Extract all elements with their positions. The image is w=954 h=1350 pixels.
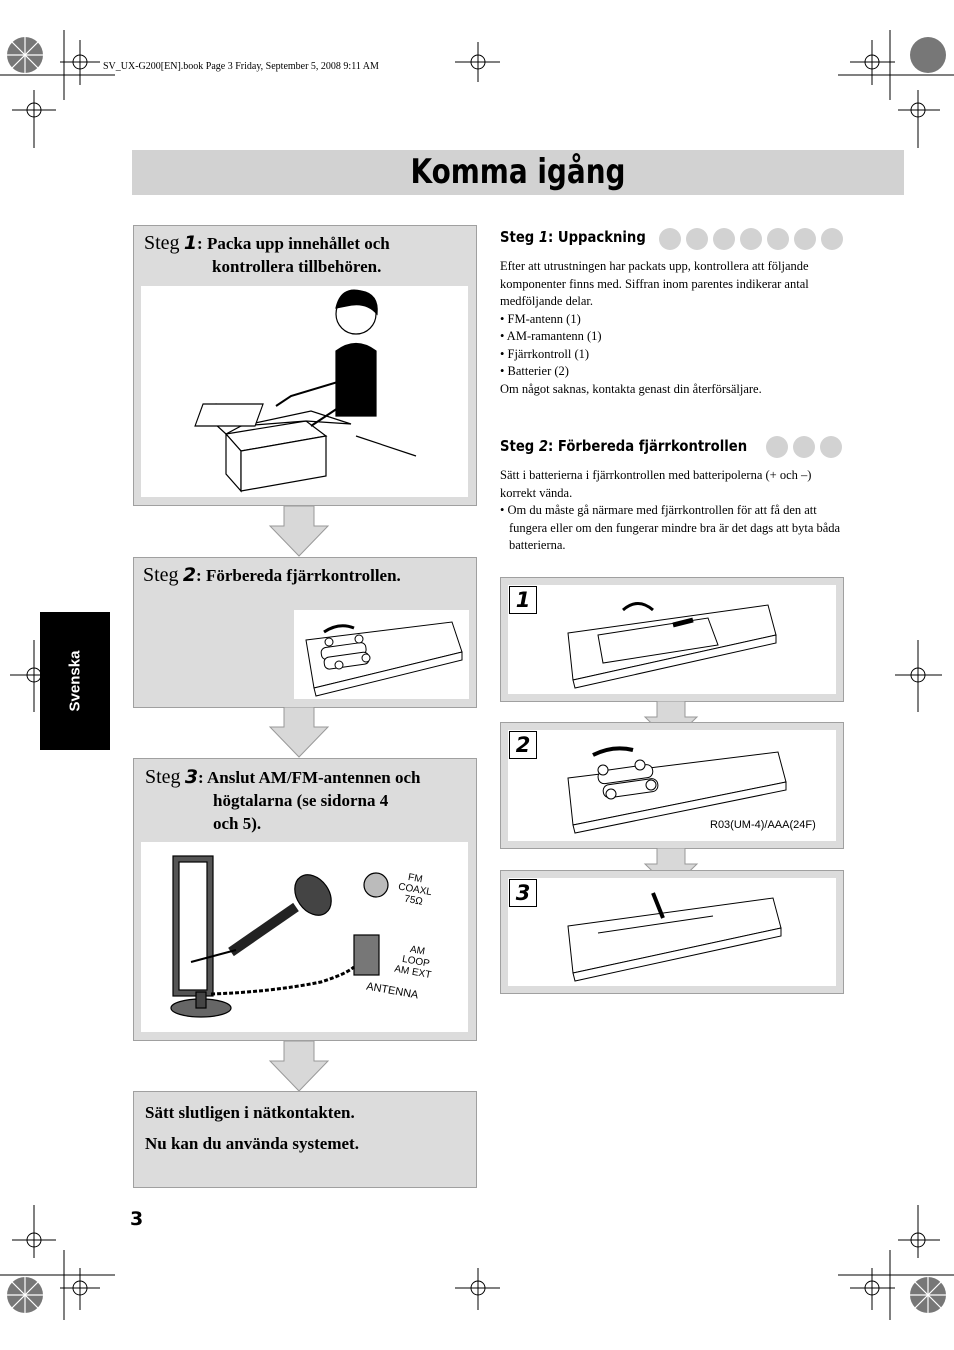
final-line-2: Nu kan du använda systemet.: [145, 1134, 359, 1153]
unpacking-person-icon: [194, 289, 417, 493]
battery-figure-1: 1: [500, 577, 844, 702]
step2-heading: Steg 2: Förbereda fjärrkontrollen.: [143, 564, 401, 586]
item-am-antenna: • AM-ramantenn (1): [500, 329, 602, 343]
remote-batteries-icon: [567, 746, 787, 834]
section1-outro: Om något saknas, kontakta genast din åte…: [500, 381, 762, 396]
section2-p2: • Om du måste gå närmare med fjärrkontro…: [500, 503, 841, 552]
language-tab: Svenska: [40, 612, 110, 750]
step3-panel: Steg 3: Anslut AM/FM-antennen och högtal…: [133, 758, 477, 1041]
battery-insert-illustration: [294, 610, 469, 699]
battery-figure-3: 3: [500, 870, 844, 994]
section1-heading: Steg 1: Uppackning: [500, 228, 646, 246]
remote-control-icon: [305, 621, 463, 697]
page-number: 3: [130, 1208, 144, 1230]
battery-figure-2: 2 R03(UM-4)/AAA(24F): [500, 722, 844, 849]
antenna-icon: [170, 855, 389, 1018]
remote-close-cover-icon: [567, 892, 782, 982]
page-title: Komma igång: [410, 152, 626, 192]
language-tab-label: Svenska: [66, 650, 84, 712]
remote-open-cover-icon: [567, 602, 777, 689]
final-line-1: Sätt slutligen i nätkontakten.: [145, 1103, 355, 1122]
unpacking-illustration: [141, 286, 468, 497]
item-fm-antenna: • FM-antenn (1): [500, 311, 581, 326]
step3-heading: Steg 3: Anslut AM/FM-antennen och högtal…: [145, 766, 421, 833]
section2-p1: Sätt i batterierna i fjärrkontrollen med…: [500, 468, 812, 500]
final-panel: Sätt slutligen i nätkontakten. Nu kan du…: [133, 1091, 477, 1188]
figure-number-2: 2: [509, 731, 537, 759]
item-batteries: • Batterier (2): [500, 364, 569, 378]
section1-dots: [659, 228, 843, 250]
section1-intro: Efter att utrustningen har packats upp, …: [500, 259, 809, 308]
step1-panel: Steg 1: Packa upp innehållet och kontrol…: [133, 225, 477, 506]
flow-arrow-1: [268, 506, 330, 557]
flow-arrow-2: [268, 707, 330, 758]
section2-heading: Steg 2: Förbereda fjärrkontrollen: [500, 437, 748, 455]
file-info-header: SV_UX-G200[EN].book Page 3 Friday, Septe…: [103, 61, 379, 72]
title-bar: Komma igång: [132, 150, 904, 195]
step2-panel: Steg 2: Förbereda fjärrkontrollen.: [133, 557, 477, 708]
battery-caption: R03(UM-4)/AAA(24F): [710, 819, 816, 831]
section2-body: Sätt i batterierna i fjärrkontrollen med…: [500, 467, 845, 555]
section1-body: Efter att utrustningen har packats upp, …: [500, 258, 845, 398]
step1-heading: Steg 1: Packa upp innehållet och kontrol…: [144, 232, 390, 276]
antenna-illustration: FM COAXL 75Ω AM LOOP AM EXT ANTENNA: [141, 842, 468, 1032]
section2-dots: [766, 436, 842, 458]
figure-number-1: 1: [509, 586, 537, 614]
figure-number-3: 3: [509, 879, 537, 907]
flow-arrow-3: [268, 1041, 330, 1092]
item-remote: • Fjärrkontroll (1): [500, 346, 590, 361]
